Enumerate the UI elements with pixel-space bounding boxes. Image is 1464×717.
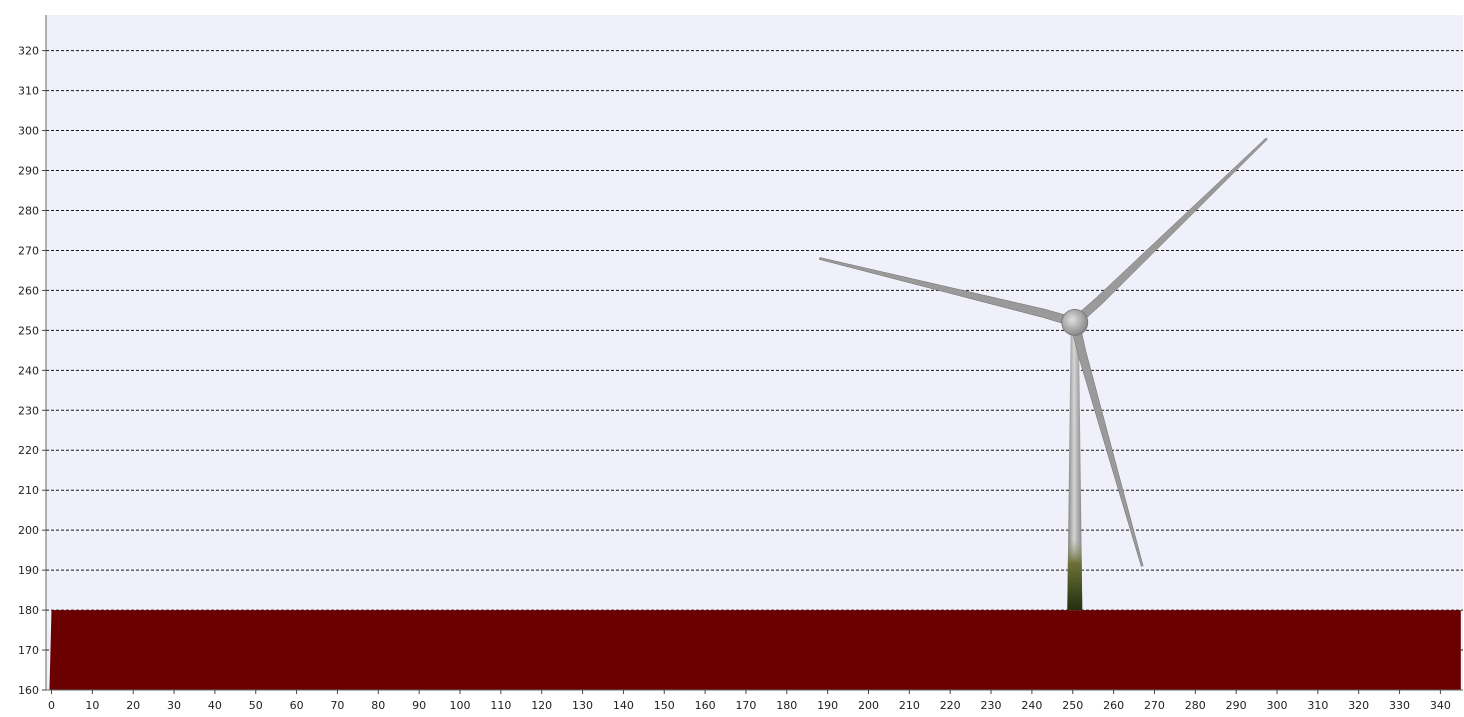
x-tick-label: 0 (48, 699, 55, 712)
x-tick-label: 330 (1389, 699, 1410, 712)
y-tick-label: 180 (18, 604, 39, 617)
y-tick-label: 160 (18, 684, 39, 697)
x-tick-label: 170 (735, 699, 756, 712)
x-tick-label: 70 (330, 699, 344, 712)
x-tick-label: 260 (1103, 699, 1124, 712)
x-tick-label: 340 (1430, 699, 1451, 712)
x-tick-label: 190 (817, 699, 838, 712)
turbine-tower-base (1067, 538, 1083, 611)
x-tick-label: 100 (450, 699, 471, 712)
y-tick-label: 220 (18, 444, 39, 457)
terrain-polygon (49, 610, 1461, 690)
y-tick-label: 310 (18, 85, 39, 98)
y-tick-label: 270 (18, 244, 39, 257)
y-tick-label: 190 (18, 564, 39, 577)
x-tick-label: 280 (1185, 699, 1206, 712)
x-tick-label: 10 (85, 699, 99, 712)
x-tick-label: 310 (1307, 699, 1328, 712)
x-tick-label: 220 (940, 699, 961, 712)
x-tick-label: 120 (531, 699, 552, 712)
wind-turbine (818, 137, 1268, 611)
plot-background (46, 15, 1463, 690)
y-tick-label: 170 (18, 644, 39, 657)
x-tick-label: 250 (1062, 699, 1083, 712)
x-tick-label: 60 (290, 699, 304, 712)
turbine-hub (1061, 308, 1089, 336)
x-tick-label: 130 (572, 699, 593, 712)
x-tick-label: 300 (1267, 699, 1288, 712)
x-axis: 0 10 20 30 40 50 60 70 80 90 100 110 120 130 140 150 160… (46, 689, 1463, 712)
x-tick-label: 230 (981, 699, 1002, 712)
x-tick-label: 290 (1226, 699, 1247, 712)
y-tick-label: 250 (18, 324, 39, 337)
y-axis: 160 170 180 190 200 210 220 230 240 250 260 270 280 2… (18, 15, 47, 697)
x-tick-label: 180 (776, 699, 797, 712)
x-tick-label: 200 (858, 699, 879, 712)
y-tick-label: 240 (18, 364, 39, 377)
x-tick-label: 140 (613, 699, 634, 712)
y-tick-label: 210 (18, 484, 39, 497)
x-tick-label: 20 (126, 699, 140, 712)
x-tick-label: 80 (371, 699, 385, 712)
x-tick-label: 30 (167, 699, 181, 712)
y-tick-label: 280 (18, 204, 39, 217)
x-tick-label: 270 (1144, 699, 1165, 712)
y-tick-label: 200 (18, 524, 39, 537)
x-tick-label: 210 (899, 699, 920, 712)
y-tick-label: 290 (18, 165, 39, 178)
terrain-area (49, 610, 1461, 690)
x-tick-label: 110 (490, 699, 511, 712)
y-tick-label: 300 (18, 125, 39, 138)
x-tick-label: 320 (1348, 699, 1369, 712)
x-tick-label: 50 (249, 699, 263, 712)
x-tick-label: 150 (654, 699, 675, 712)
y-tick-label: 320 (18, 45, 39, 58)
y-tick-label: 230 (18, 404, 39, 417)
x-tick-label: 160 (695, 699, 716, 712)
y-tick-label: 260 (18, 284, 39, 297)
x-tick-label: 90 (412, 699, 426, 712)
x-tick-label: 40 (208, 699, 222, 712)
x-tick-label: 240 (1021, 699, 1042, 712)
